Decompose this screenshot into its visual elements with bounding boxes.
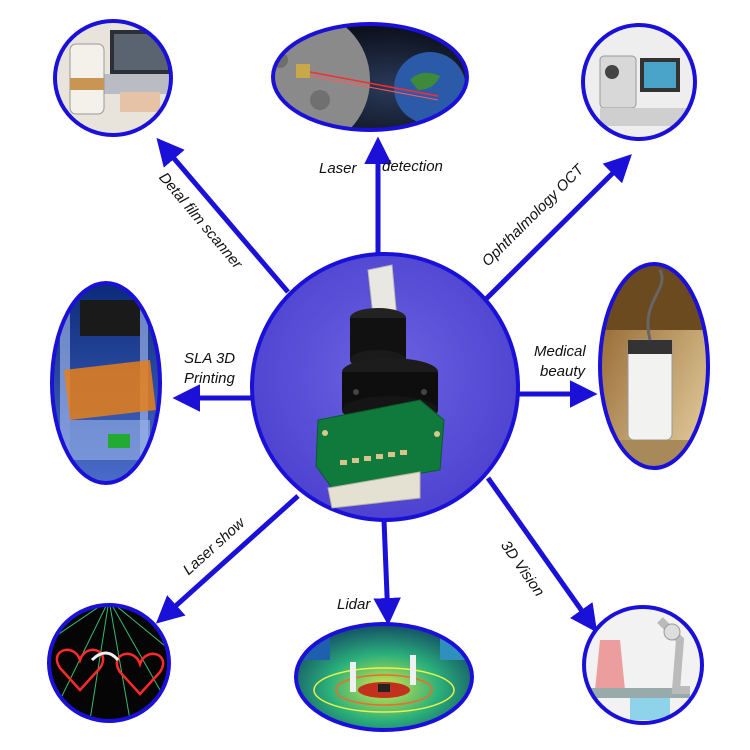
oct-device-image [581, 23, 697, 141]
label-medical: Medical [534, 343, 586, 360]
arrow-3d-vision [485, 476, 598, 633]
arrow-laser-show [155, 494, 300, 624]
arrows [155, 136, 632, 633]
label-laser: Laser [319, 160, 357, 177]
laser-detection-image [271, 22, 469, 132]
central-hub [250, 252, 520, 522]
laser-show-image [47, 603, 171, 723]
arrow-ophthalmology [483, 154, 632, 302]
arrow-lidar [373, 519, 401, 626]
label-detection: detection [382, 158, 443, 175]
galvo-scanner-module [315, 264, 445, 509]
dental-scanner-image [53, 19, 173, 137]
label-lidar: Lidar [337, 596, 371, 613]
label-sla-3d: SLA 3D [184, 350, 236, 367]
arrow-dental [156, 137, 290, 294]
label-printing: Printing [184, 370, 235, 387]
3d-vision-image [582, 605, 704, 725]
sla-printer-image [50, 281, 162, 485]
lidar-image [294, 622, 474, 732]
label-beauty: beauty [540, 363, 586, 380]
medical-beauty-image [598, 262, 710, 470]
